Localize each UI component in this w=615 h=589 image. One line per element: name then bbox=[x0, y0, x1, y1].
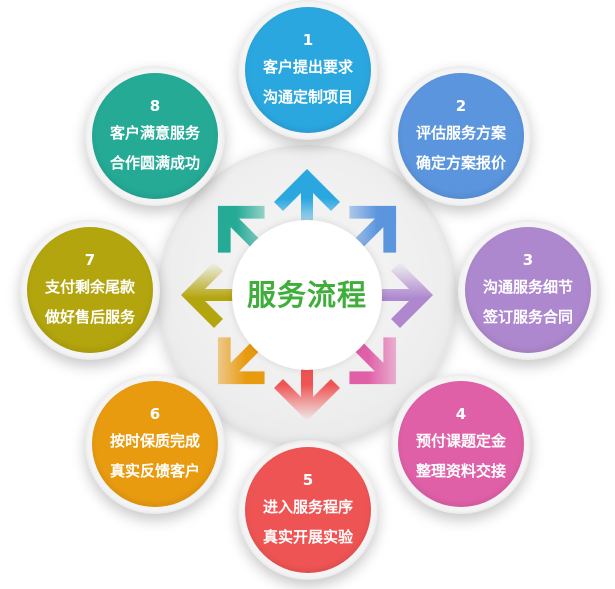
step-1-circle: 1 客户提出要求 沟通定制项目 bbox=[245, 7, 371, 133]
step-2-line2: 确定方案报价 bbox=[415, 154, 506, 172]
step-8-node: 8 客户满意服务 合作圆满成功 bbox=[85, 66, 225, 206]
step-4-number: 4 bbox=[455, 405, 467, 423]
step-4-circle: 4 预付课题定金 整理资料交接 bbox=[398, 381, 524, 507]
step-3-node: 3 沟通服务细节 签订服务合同 bbox=[458, 220, 598, 360]
step-2-number: 2 bbox=[455, 97, 467, 115]
step-5-number: 5 bbox=[302, 471, 314, 489]
step-5-circle: 5 进入服务程序 真实开展实验 bbox=[245, 447, 371, 573]
step-3-line2: 签订服务合同 bbox=[482, 308, 573, 326]
step-6-line1: 按时保质完成 bbox=[109, 432, 200, 450]
step-7-circle: 7 支付剩余尾款 做好售后服务 bbox=[27, 227, 153, 353]
arrow-down-icon bbox=[274, 355, 340, 421]
step-7-line2: 做好售后服务 bbox=[44, 308, 135, 326]
step-4-node: 4 预付课题定金 整理资料交接 bbox=[391, 374, 531, 514]
center-title: 服务流程 bbox=[246, 278, 367, 312]
step-6-number: 6 bbox=[149, 405, 161, 423]
step-6-line2: 真实反馈客户 bbox=[109, 462, 200, 480]
step-3-circle: 3 沟通服务细节 签订服务合同 bbox=[465, 227, 591, 353]
step-7-number: 7 bbox=[84, 251, 96, 269]
step-8-circle: 8 客户满意服务 合作圆满成功 bbox=[92, 73, 218, 199]
step-6-node: 6 按时保质完成 真实反馈客户 bbox=[85, 374, 225, 514]
step-4-line1: 预付课题定金 bbox=[415, 432, 506, 450]
step-8-line1: 客户满意服务 bbox=[109, 124, 200, 142]
center-hub bbox=[232, 220, 382, 370]
step-3-line1: 沟通服务细节 bbox=[482, 278, 573, 296]
step-6-circle: 6 按时保质完成 真实反馈客户 bbox=[92, 381, 218, 507]
step-8-line2: 合作圆满成功 bbox=[109, 154, 200, 172]
step-3-number: 3 bbox=[522, 251, 534, 269]
step-5-line1: 进入服务程序 bbox=[262, 498, 353, 516]
step-7-line1: 支付剩余尾款 bbox=[44, 278, 135, 296]
step-1-node: 1 客户提出要求 沟通定制项目 bbox=[238, 0, 378, 140]
step-4-line2: 整理资料交接 bbox=[415, 462, 506, 480]
step-1-line2: 沟通定制项目 bbox=[262, 88, 353, 106]
step-5-line2: 真实开展实验 bbox=[262, 528, 353, 546]
step-2-node: 2 评估服务方案 确定方案报价 bbox=[391, 66, 531, 206]
step-5-node: 5 进入服务程序 真实开展实验 bbox=[238, 440, 378, 580]
arrow-up-icon bbox=[274, 169, 340, 235]
step-2-line1: 评估服务方案 bbox=[415, 124, 506, 142]
step-2-circle: 2 评估服务方案 确定方案报价 bbox=[398, 73, 524, 199]
arrow-right-icon bbox=[367, 262, 433, 328]
arrow-left-icon bbox=[181, 262, 247, 328]
step-8-number: 8 bbox=[149, 97, 161, 115]
step-1-line1: 客户提出要求 bbox=[262, 58, 353, 76]
step-1-number: 1 bbox=[302, 31, 314, 49]
step-7-node: 7 支付剩余尾款 做好售后服务 bbox=[20, 220, 160, 360]
